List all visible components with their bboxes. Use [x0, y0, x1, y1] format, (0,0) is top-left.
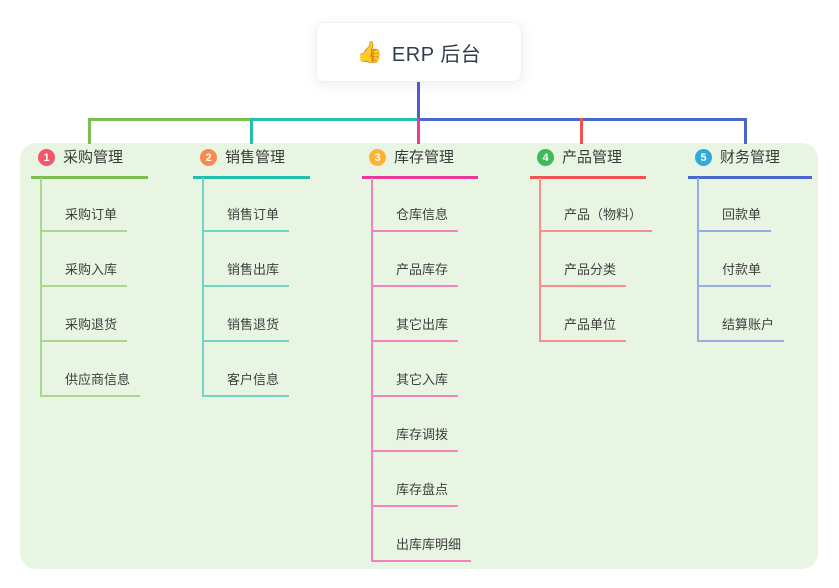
branch-drop-line — [580, 118, 583, 144]
branch-header-5[interactable]: 5 财务管理 — [688, 147, 812, 179]
branch-connector-line — [419, 118, 747, 121]
branch-children-line — [697, 178, 699, 342]
branch-label: 采购管理 — [63, 149, 124, 166]
root-node[interactable]: 👍 ERP 后台 — [316, 22, 522, 82]
branch-header-2[interactable]: 2 销售管理 — [193, 147, 310, 179]
branch-item[interactable]: 供应商信息 — [40, 370, 141, 397]
root-node-label: ERP 后台 — [391, 43, 482, 66]
branch-drop-line — [250, 118, 253, 144]
branch-order-badge: 1 — [38, 149, 55, 166]
branch-item[interactable]: 其它出库 — [371, 315, 459, 342]
branch-connector-line — [250, 118, 419, 121]
branch-children-line — [202, 178, 204, 397]
branch-item[interactable]: 产品单位 — [539, 315, 627, 342]
branch-label: 财务管理 — [720, 149, 781, 166]
branch-order-badge: 5 — [695, 149, 712, 166]
branch-item[interactable]: 采购入库 — [40, 260, 128, 287]
branch-item[interactable]: 仓库信息 — [371, 205, 459, 232]
branch-item[interactable]: 结算账户 — [697, 315, 785, 342]
root-connector-line — [417, 82, 420, 118]
branch-children-line — [539, 178, 541, 342]
branch-item[interactable]: 回款单 — [697, 205, 772, 232]
branches-panel — [20, 143, 818, 569]
branch-drop-line — [88, 118, 91, 144]
branch-item[interactable]: 产品库存 — [371, 260, 459, 287]
branch-header-3[interactable]: 3 库存管理 — [362, 147, 478, 179]
branch-label: 销售管理 — [225, 149, 286, 166]
branch-label: 库存管理 — [394, 149, 455, 166]
branch-drop-line — [744, 118, 747, 144]
branch-children-line — [40, 178, 42, 397]
branch-item[interactable]: 其它入库 — [371, 370, 459, 397]
branch-item[interactable]: 库存盘点 — [371, 480, 459, 507]
branch-order-badge: 2 — [200, 149, 217, 166]
branch-order-badge: 4 — [537, 149, 554, 166]
branch-item[interactable]: 采购退货 — [40, 315, 128, 342]
branch-item[interactable]: 客户信息 — [202, 370, 290, 397]
branch-item[interactable]: 销售退货 — [202, 315, 290, 342]
branch-connector-line — [88, 118, 250, 121]
branch-item[interactable]: 库存调拨 — [371, 425, 459, 452]
branch-item[interactable]: 采购订单 — [40, 205, 128, 232]
branch-item[interactable]: 销售出库 — [202, 260, 290, 287]
branch-header-4[interactable]: 4 产品管理 — [530, 147, 646, 179]
branch-item[interactable]: 产品分类 — [539, 260, 627, 287]
branch-drop-line — [417, 118, 420, 144]
branch-item[interactable]: 销售订单 — [202, 205, 290, 232]
branch-children-line — [371, 178, 373, 562]
branch-item[interactable]: 付款单 — [697, 260, 772, 287]
branch-label: 产品管理 — [562, 149, 623, 166]
thumbs-up-icon: 👍 — [356, 40, 383, 64]
branch-order-badge: 3 — [369, 149, 386, 166]
branch-item[interactable]: 出库库明细 — [371, 535, 472, 562]
branch-header-1[interactable]: 1 采购管理 — [31, 147, 148, 179]
branch-item[interactable]: 产品（物料） — [539, 205, 653, 232]
